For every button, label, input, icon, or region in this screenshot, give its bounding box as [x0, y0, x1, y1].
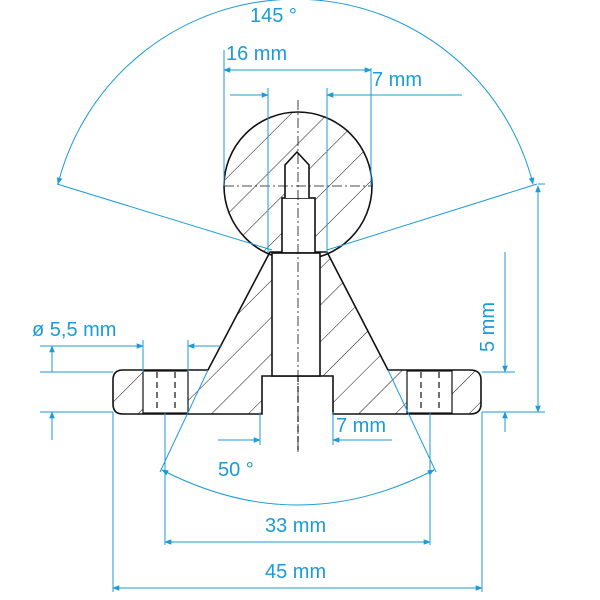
label-height-right: 5 mm: [477, 302, 499, 352]
label-overall-width: 45 mm: [265, 561, 326, 583]
centerlines: [224, 100, 372, 452]
label-angle-top: 145 °: [250, 5, 297, 27]
dimension-lines: [40, 0, 545, 592]
pin-shaft: [271, 252, 321, 377]
label-hole-spacing: 33 mm: [265, 515, 326, 537]
pin-tip: [284, 150, 310, 198]
label-angle-bottom: 50 °: [218, 459, 254, 481]
mounting-hole-right: [406, 370, 453, 414]
label-pin-width-top: 7 mm: [372, 69, 422, 91]
pin: [281, 197, 316, 254]
label-hole-diameter: ø 5,5 mm: [32, 319, 116, 341]
label-pin-width-bottom: 7 mm: [336, 415, 386, 437]
label-ball-diameter: 16 mm: [226, 43, 287, 65]
mounting-hole-left: [142, 370, 189, 414]
